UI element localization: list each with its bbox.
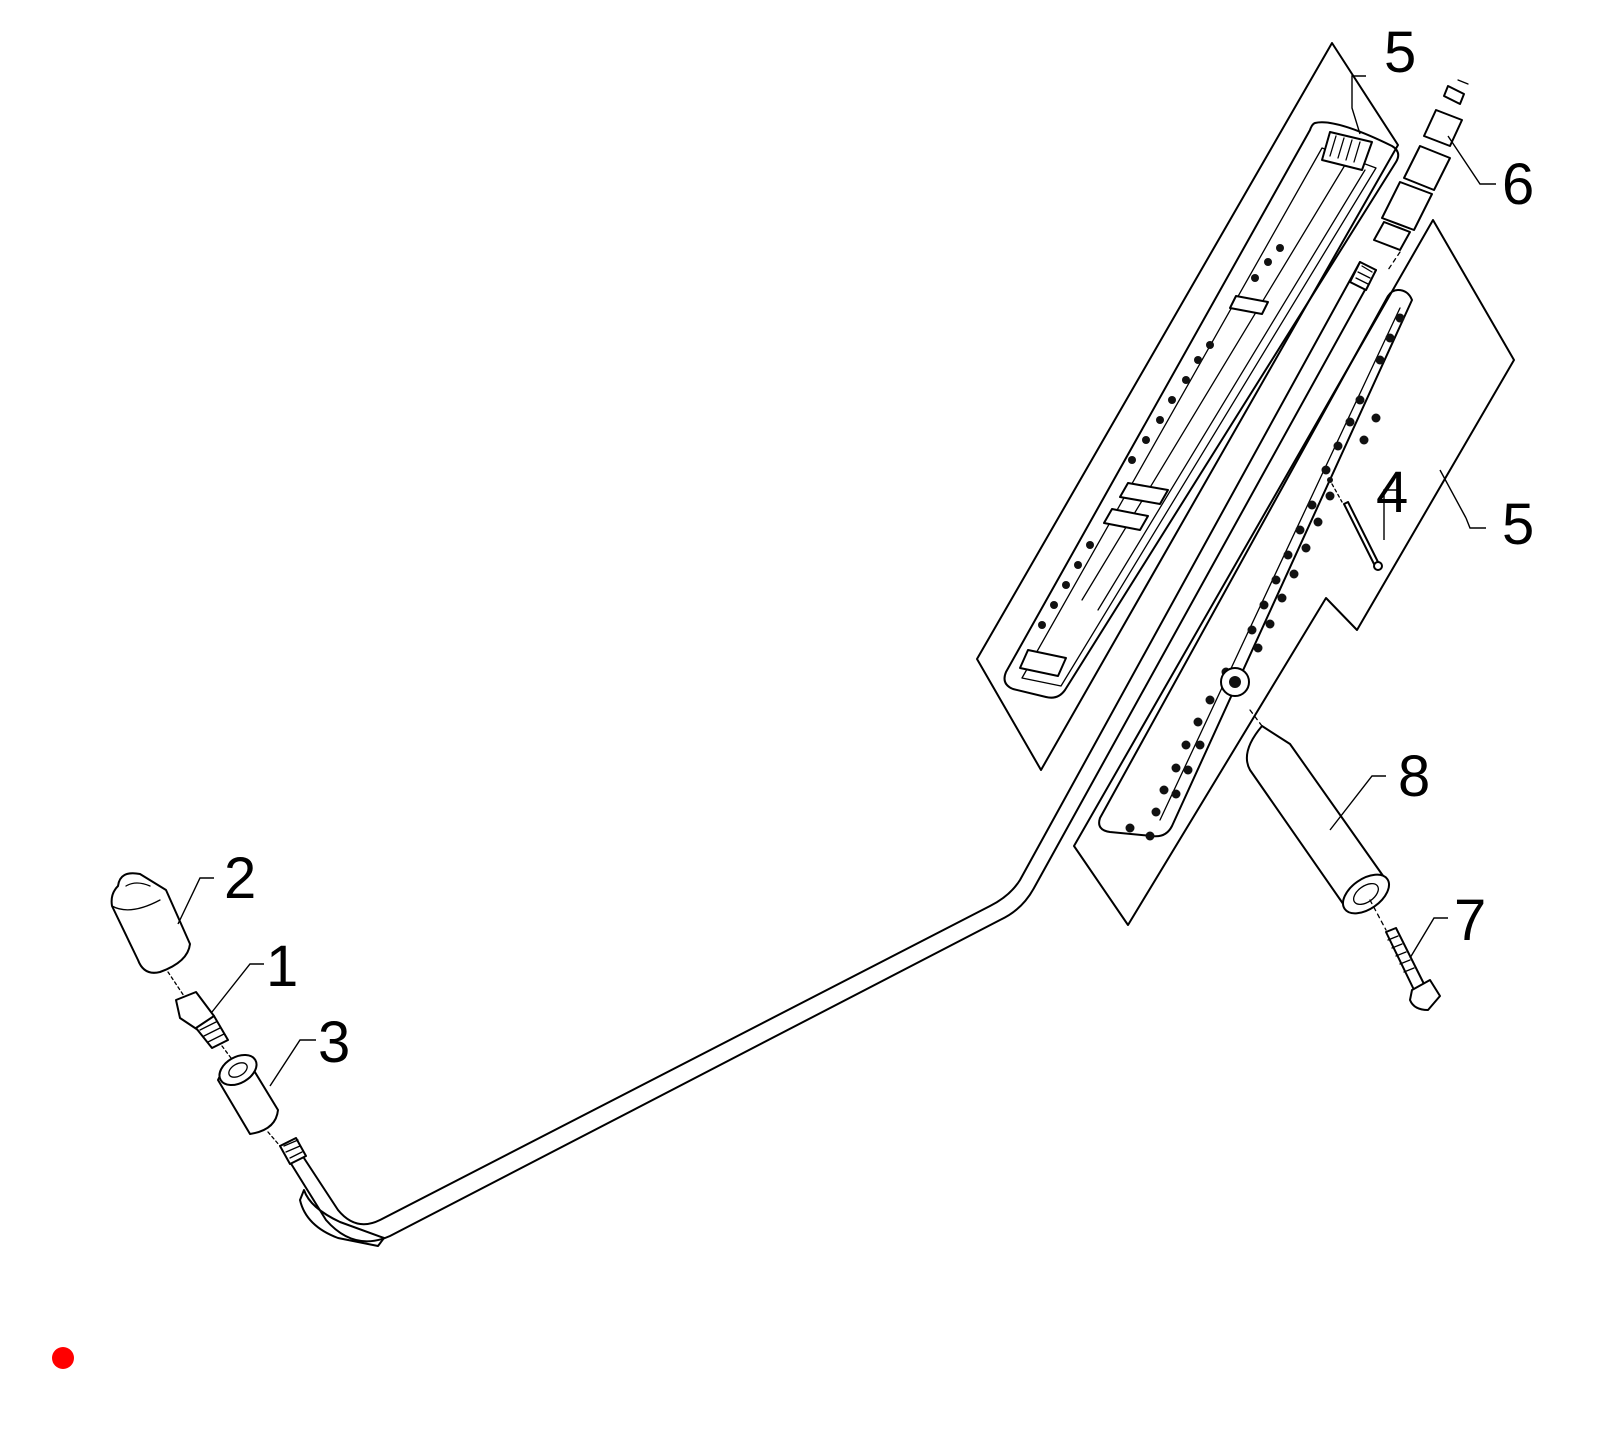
upper-panel-group (976, 42, 1400, 771)
callout-8: 8 (1398, 744, 1430, 809)
callout-4: 4 (1376, 460, 1408, 525)
rod-threaded-end-top (1349, 261, 1377, 291)
part-4-pin (1327, 477, 1383, 571)
lower-panel-group (1073, 219, 1515, 926)
callout-3: 3 (318, 1010, 350, 1075)
upper-bracket-middle (1119, 482, 1169, 505)
part-1-fitting (175, 991, 229, 1049)
callout-7: 7 (1454, 888, 1486, 953)
leader-lines (177, 75, 1496, 1087)
lower-panel-outline (1073, 219, 1515, 926)
part-7-bolt (1369, 899, 1441, 1011)
upper-panel-plate (1003, 121, 1400, 699)
upper-panel-channel (1021, 147, 1377, 687)
callout-5-top: 5 (1384, 20, 1416, 85)
bent-rod (279, 261, 1377, 1247)
callout-1: 1 (266, 934, 298, 999)
part-6-shaft (1373, 79, 1469, 271)
part-3-sleeve (217, 1053, 279, 1135)
callout-6: 6 (1502, 152, 1534, 217)
part-2-cap (110, 872, 191, 974)
upper-panel-holes (1038, 244, 1284, 629)
callout-5-bottom: 5 (1502, 492, 1534, 557)
callouts: 5 6 4 5 8 7 2 1 3 (224, 20, 1534, 1075)
upper-bracket-top (1229, 295, 1269, 315)
lower-panel-plate (1098, 289, 1413, 838)
upper-panel-outline (976, 42, 1399, 771)
red-marker-dot (52, 1347, 74, 1369)
rod-foot (299, 1189, 385, 1247)
part-8-cylinder (1246, 709, 1390, 915)
callout-2: 2 (224, 846, 256, 911)
upper-end-cap (1321, 131, 1373, 171)
lower-panel-holes (1125, 313, 1405, 841)
